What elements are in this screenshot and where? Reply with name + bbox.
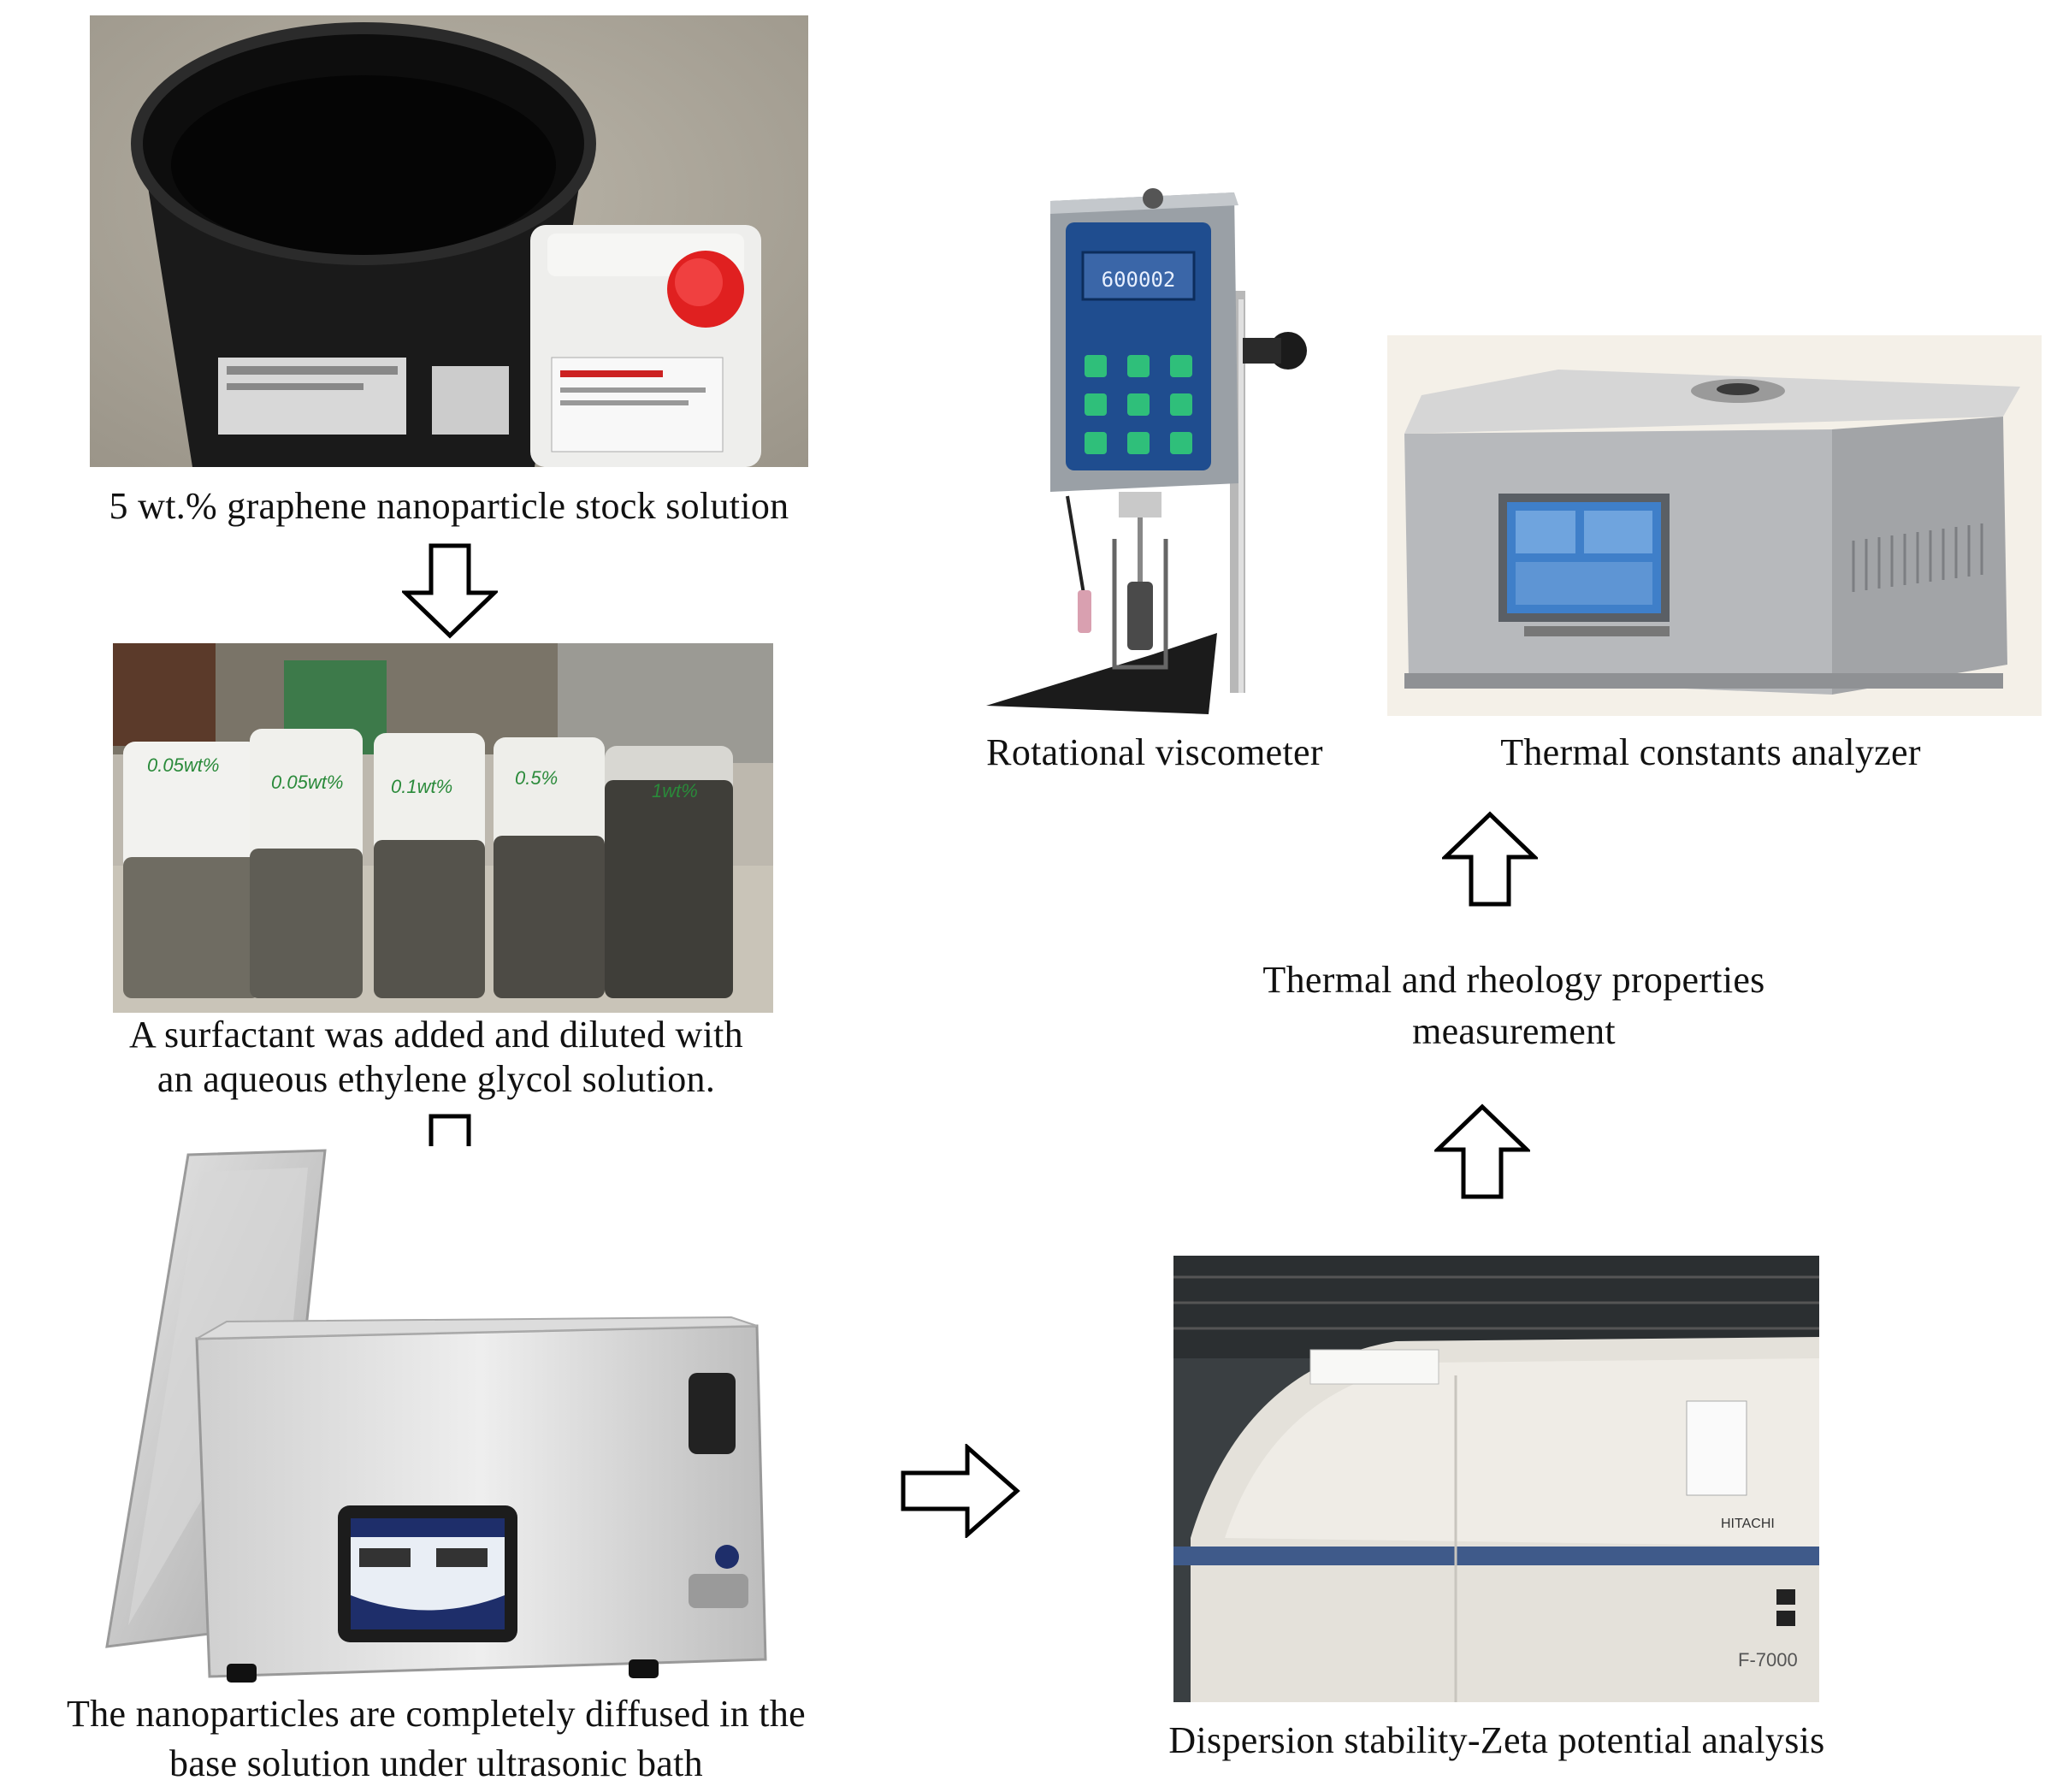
can-label-1: 0.05wt% xyxy=(147,754,219,776)
can-label-2: 0.05wt% xyxy=(271,772,343,793)
thermal-analyzer-caption: Thermal constants analyzer xyxy=(1500,731,1921,773)
zeta-brand-label: HITACHI xyxy=(1721,1517,1775,1531)
arrow-ultrasonic-to-zeta xyxy=(901,1444,1020,1538)
arrow-measure-to-instruments xyxy=(1442,811,1538,907)
dilution-caption: A surfactant was added and diluted with … xyxy=(51,1013,821,1102)
can-label-3: 0.1wt% xyxy=(391,776,452,797)
dilution-caption-line1: A surfactant was added and diluted with xyxy=(129,1014,743,1056)
zeta-analyzer-photo: HITACHI F-7000 xyxy=(1173,1256,1819,1702)
thermal-analyzer-photo xyxy=(1387,335,2042,716)
stock-solution-photo xyxy=(90,15,808,467)
can-label-4: 0.5% xyxy=(515,767,558,789)
arrow-stock-to-dilute xyxy=(402,543,498,639)
ultrasonic-bath-photo xyxy=(98,1146,783,1689)
dilution-photo: 0.05wt% 0.05wt% 0.1wt% 0.5% 1wt% xyxy=(113,643,773,1013)
ultrasonic-caption: The nanoparticles are completely diffuse… xyxy=(0,1689,872,1789)
viscometer-display: 600002 xyxy=(1102,268,1176,292)
measurement-caption-line1: Thermal and rheology properties xyxy=(1262,959,1765,1001)
arrow-zeta-to-measure xyxy=(1434,1103,1530,1199)
zeta-model-label: F-7000 xyxy=(1738,1649,1798,1671)
viscometer-caption: Rotational viscometer xyxy=(986,731,1323,773)
stock-caption: 5 wt.% graphene nanoparticle stock solut… xyxy=(109,485,789,527)
ultrasonic-caption-line2: base solution under ultrasonic bath xyxy=(169,1742,703,1784)
dilution-caption-line2: an aqueous ethylene glycol solution. xyxy=(157,1058,716,1100)
measurement-caption: Thermal and rheology properties measurem… xyxy=(1138,955,1890,1057)
can-label-5: 1wt% xyxy=(652,780,698,801)
ultrasonic-caption-line1: The nanoparticles are completely diffuse… xyxy=(67,1693,806,1735)
measurement-caption-line2: measurement xyxy=(1412,1010,1616,1052)
zeta-caption: Dispersion stability-Zeta potential anal… xyxy=(1168,1719,1825,1761)
viscometer-photo: 600002 xyxy=(982,188,1307,719)
